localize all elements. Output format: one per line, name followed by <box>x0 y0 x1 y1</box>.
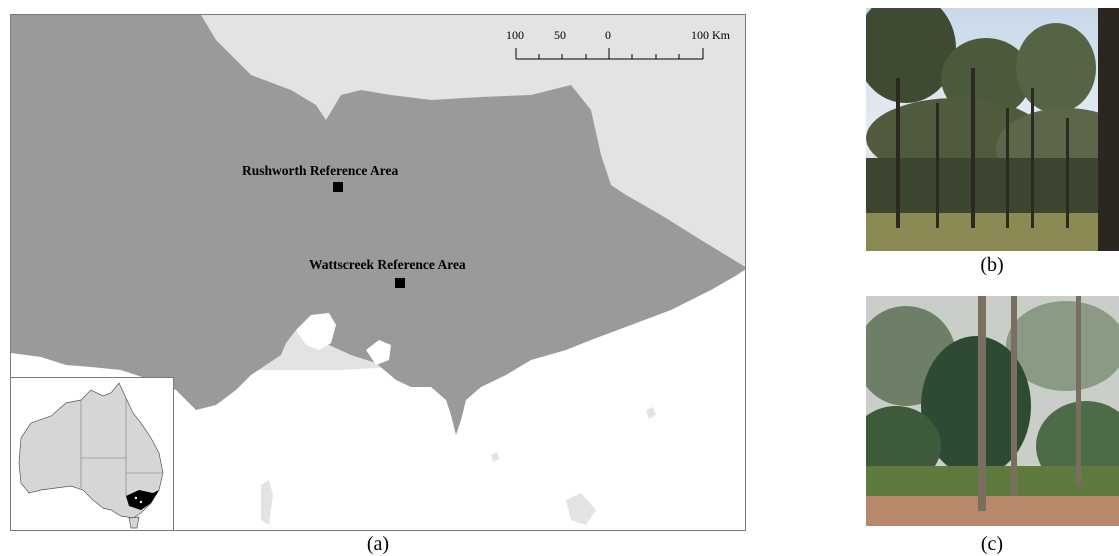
island <box>646 407 656 419</box>
australia-inset-map <box>11 377 174 530</box>
scale-tick-label: 0 <box>605 28 611 42</box>
site-dot <box>134 496 138 500</box>
inset-canvas <box>18 382 164 529</box>
island <box>566 493 596 525</box>
caption-b: (b) <box>980 254 1004 276</box>
state-borders <box>80 398 163 496</box>
island <box>491 452 499 462</box>
port-phillip-bay <box>296 313 336 350</box>
scale-tick-label: 50 <box>554 28 566 42</box>
scale-tick-label: 100 <box>506 28 524 42</box>
scale-tick-label: 100 Km <box>691 28 730 42</box>
site-marker-wattscreek <box>395 278 405 288</box>
site-dot <box>139 500 143 504</box>
site-label-rushworth: Rushworth Reference Area <box>242 163 399 178</box>
site-marker-rushworth <box>333 182 343 192</box>
island <box>261 480 273 525</box>
scale-bar <box>515 48 704 60</box>
map-canvas <box>11 15 745 530</box>
site-label-wattscreek: Wattscreek Reference Area <box>309 257 466 272</box>
photo-wet-forest <box>866 296 1119 526</box>
caption-a: (a) <box>366 533 390 555</box>
victoria-highlight <box>126 490 159 510</box>
caption-c: (c) <box>980 533 1004 555</box>
main-map: 100 50 0 100 Km Rushworth Reference Area… <box>10 14 746 531</box>
photo-dry-woodland <box>866 8 1119 251</box>
sea-area <box>11 270 745 530</box>
tasmania <box>128 516 140 529</box>
western-port <box>366 340 391 365</box>
victoria-landmass <box>11 15 745 435</box>
